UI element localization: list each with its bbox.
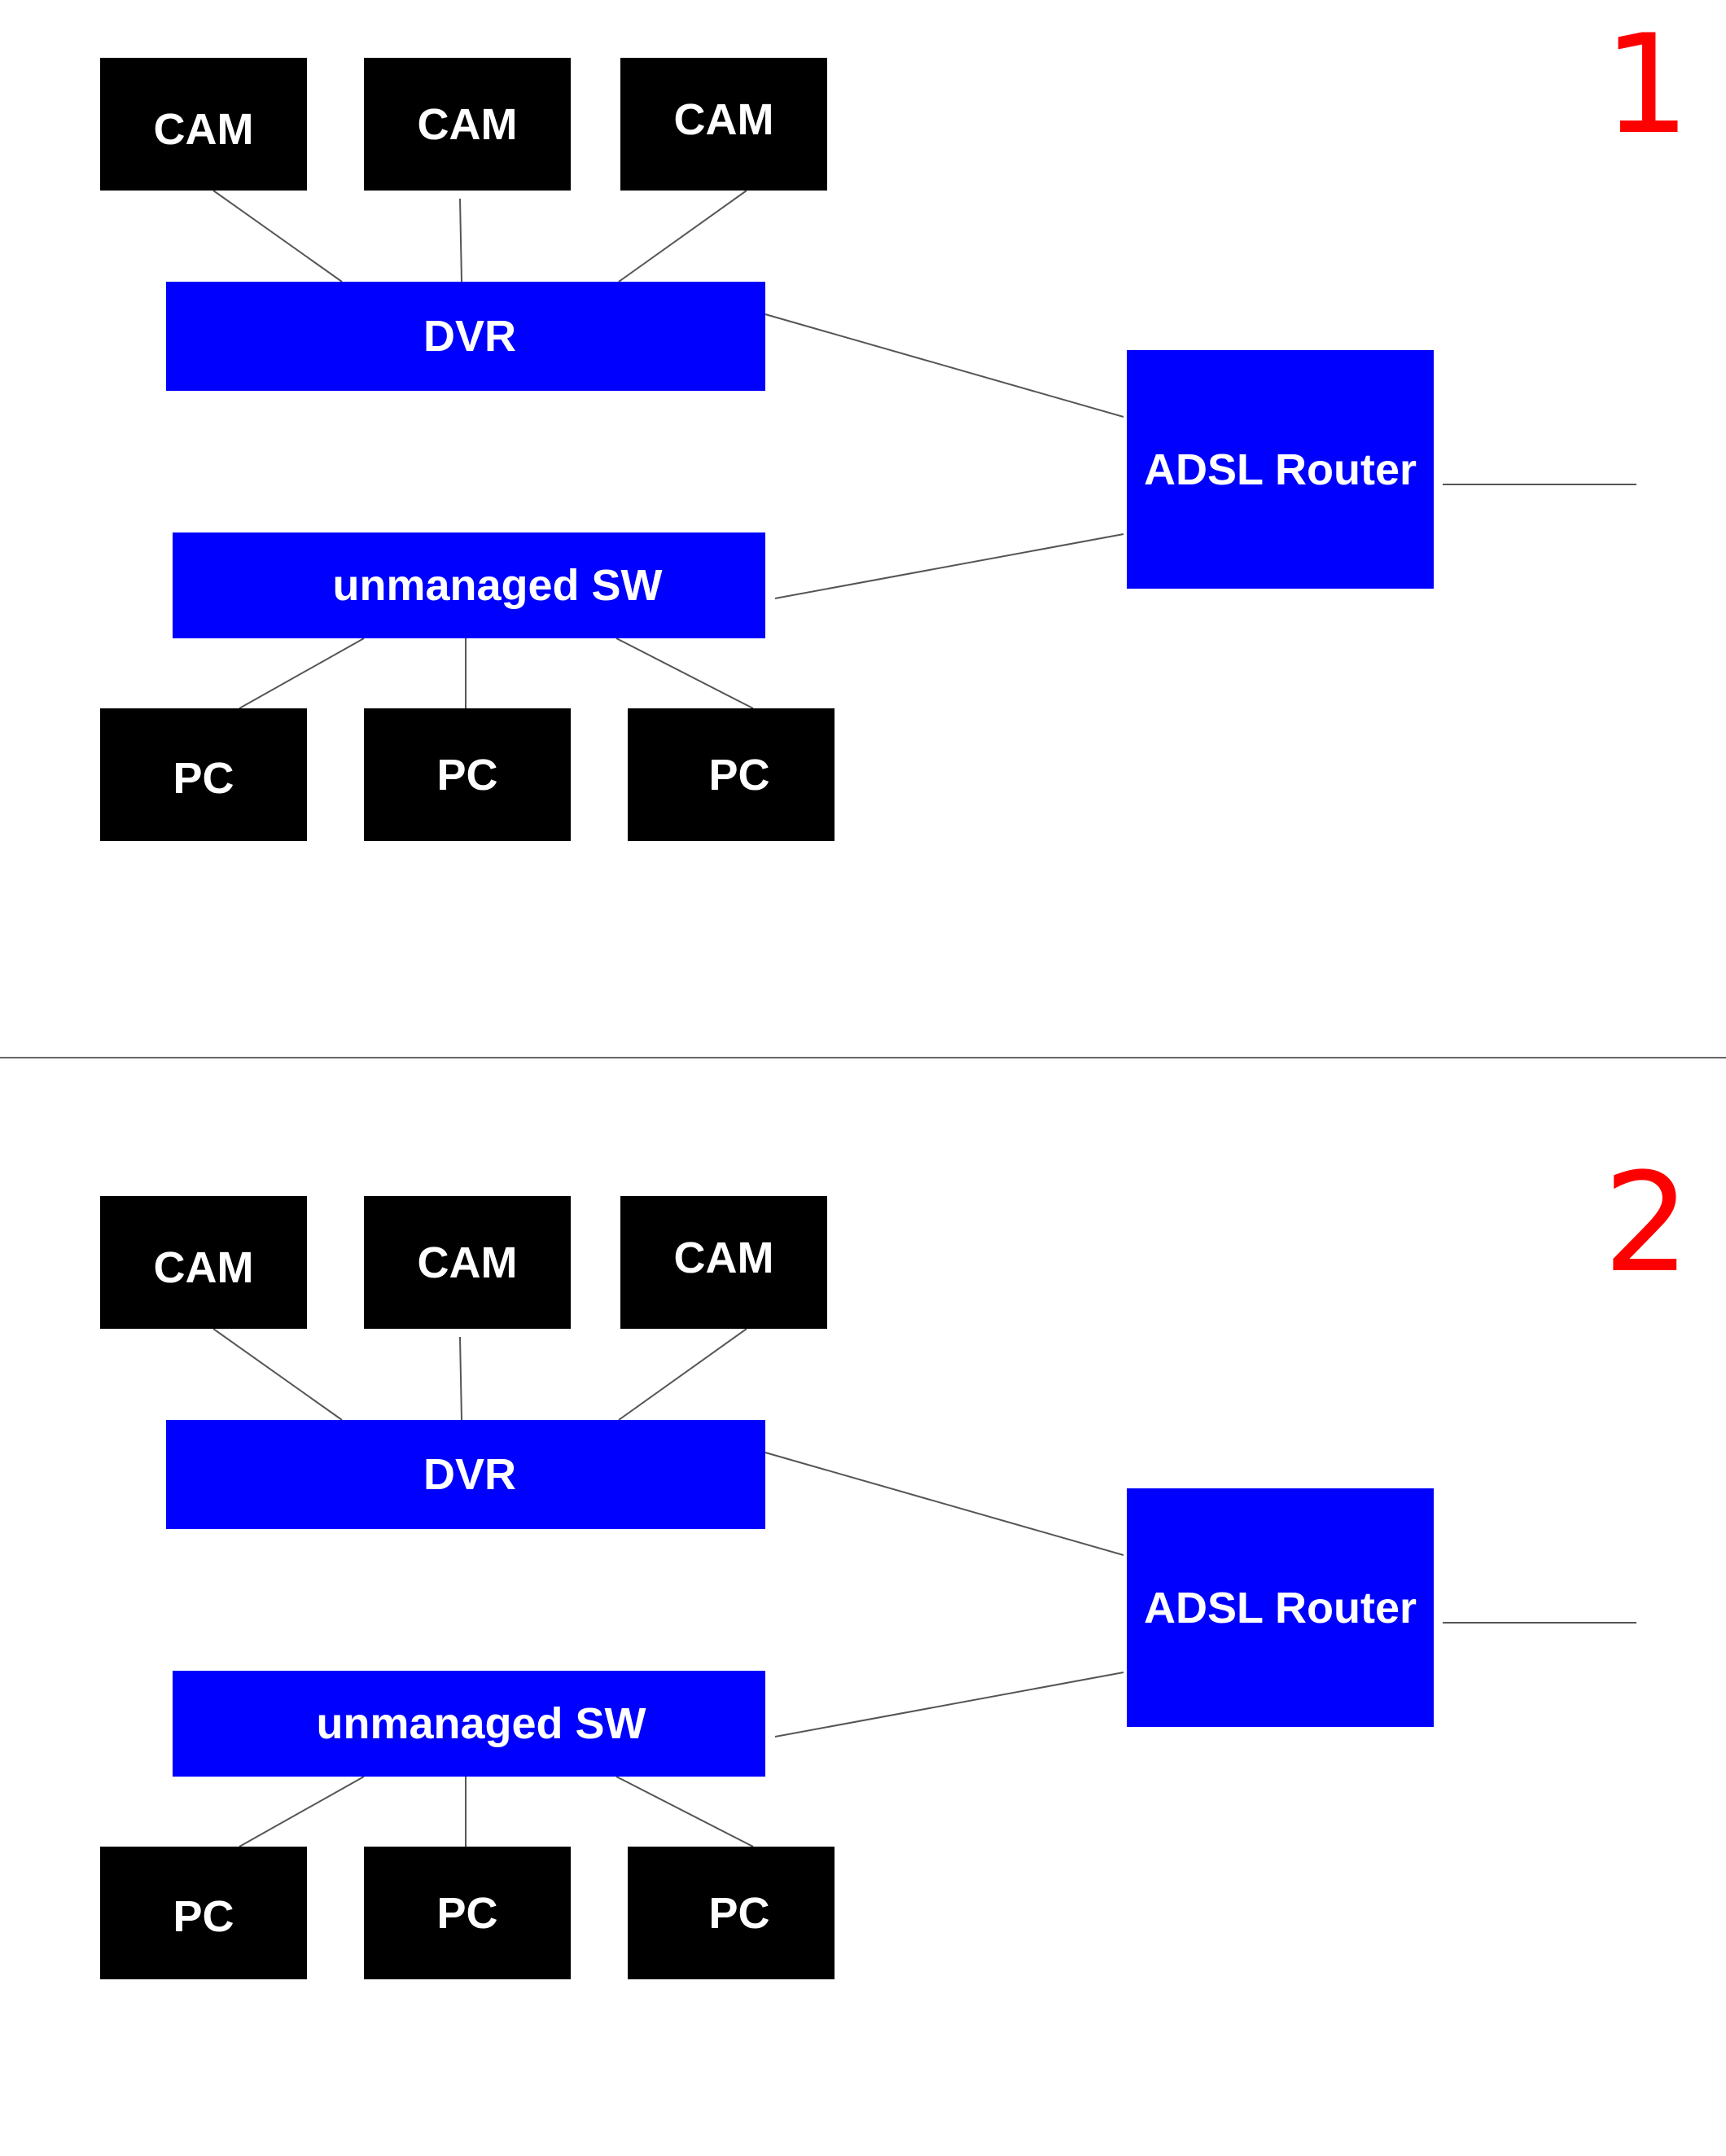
pc-label: PC — [436, 1888, 498, 1938]
link-switch-pc-1 — [239, 1776, 365, 1847]
switch-box: unmanaged SW — [173, 1671, 765, 1777]
link-cam-3-dvr — [618, 190, 747, 283]
link-switch-pc-3 — [615, 1776, 754, 1847]
router-label: ADSL Router — [1143, 445, 1417, 494]
link-cam-3-dvr — [618, 1328, 747, 1421]
link-cam-2-dvr — [459, 198, 462, 283]
pc-label: PC — [436, 750, 498, 800]
panel-number: 1 — [1603, 5, 1690, 164]
dvr-box: DVR — [166, 282, 765, 391]
camera-label: CAM — [673, 1233, 774, 1282]
router-box: ADSL Router — [1127, 1488, 1434, 1727]
pc-label: PC — [173, 753, 234, 803]
pc-box: PC — [628, 1847, 835, 1979]
router-box: ADSL Router — [1127, 350, 1434, 589]
pc-label: PC — [173, 1891, 234, 1941]
diagram-panel-2: CAM CAM CAM DVR ADSL Router unmanaged SW… — [0, 1138, 1726, 2156]
link-cam-2-dvr — [459, 1336, 462, 1421]
connector-lines — [212, 190, 1636, 709]
camera-box: CAM — [364, 1196, 571, 1329]
camera-box: CAM — [364, 58, 571, 191]
connector-lines — [212, 1328, 1636, 1847]
link-dvr-router — [764, 313, 1124, 418]
camera-box: CAM — [620, 58, 827, 191]
camera-label: CAM — [673, 94, 774, 144]
camera-box: CAM — [100, 1196, 307, 1329]
camera-label: CAM — [153, 1242, 254, 1292]
dvr-box: DVR — [166, 1420, 765, 1529]
camera-label: CAM — [417, 99, 518, 149]
dvr-label: DVR — [423, 1450, 516, 1499]
switch-label: unmanaged SW — [316, 1699, 646, 1748]
link-switch-pc-1 — [239, 638, 365, 709]
switch-box: unmanaged SW — [173, 532, 765, 638]
camera-label: CAM — [153, 104, 254, 154]
panel-number: 2 — [1603, 1143, 1690, 1303]
camera-box: CAM — [620, 1196, 827, 1329]
pc-box: PC — [628, 708, 835, 841]
switch-label: unmanaged SW — [332, 561, 663, 610]
pc-label: PC — [708, 750, 770, 800]
router-label: ADSL Router — [1143, 1583, 1417, 1632]
panel-divider — [0, 1057, 1726, 1058]
pc-label: PC — [708, 1888, 770, 1938]
link-switch-router — [774, 533, 1124, 599]
pc-box: PC — [364, 1847, 571, 1979]
link-dvr-router — [764, 1452, 1124, 1556]
camera-label: CAM — [417, 1238, 518, 1287]
pc-box: PC — [100, 1847, 307, 1979]
camera-box: CAM — [100, 58, 307, 191]
link-switch-router — [774, 1672, 1124, 1738]
link-cam-1-dvr — [212, 190, 343, 283]
dvr-label: DVR — [423, 312, 516, 361]
link-cam-1-dvr — [212, 1328, 343, 1421]
link-switch-pc-3 — [615, 638, 754, 709]
pc-box: PC — [364, 708, 571, 841]
diagram-panel-1: CAM CAM CAM DVR ADSL Router unmanaged SW… — [0, 0, 1726, 1018]
pc-box: PC — [100, 708, 307, 841]
